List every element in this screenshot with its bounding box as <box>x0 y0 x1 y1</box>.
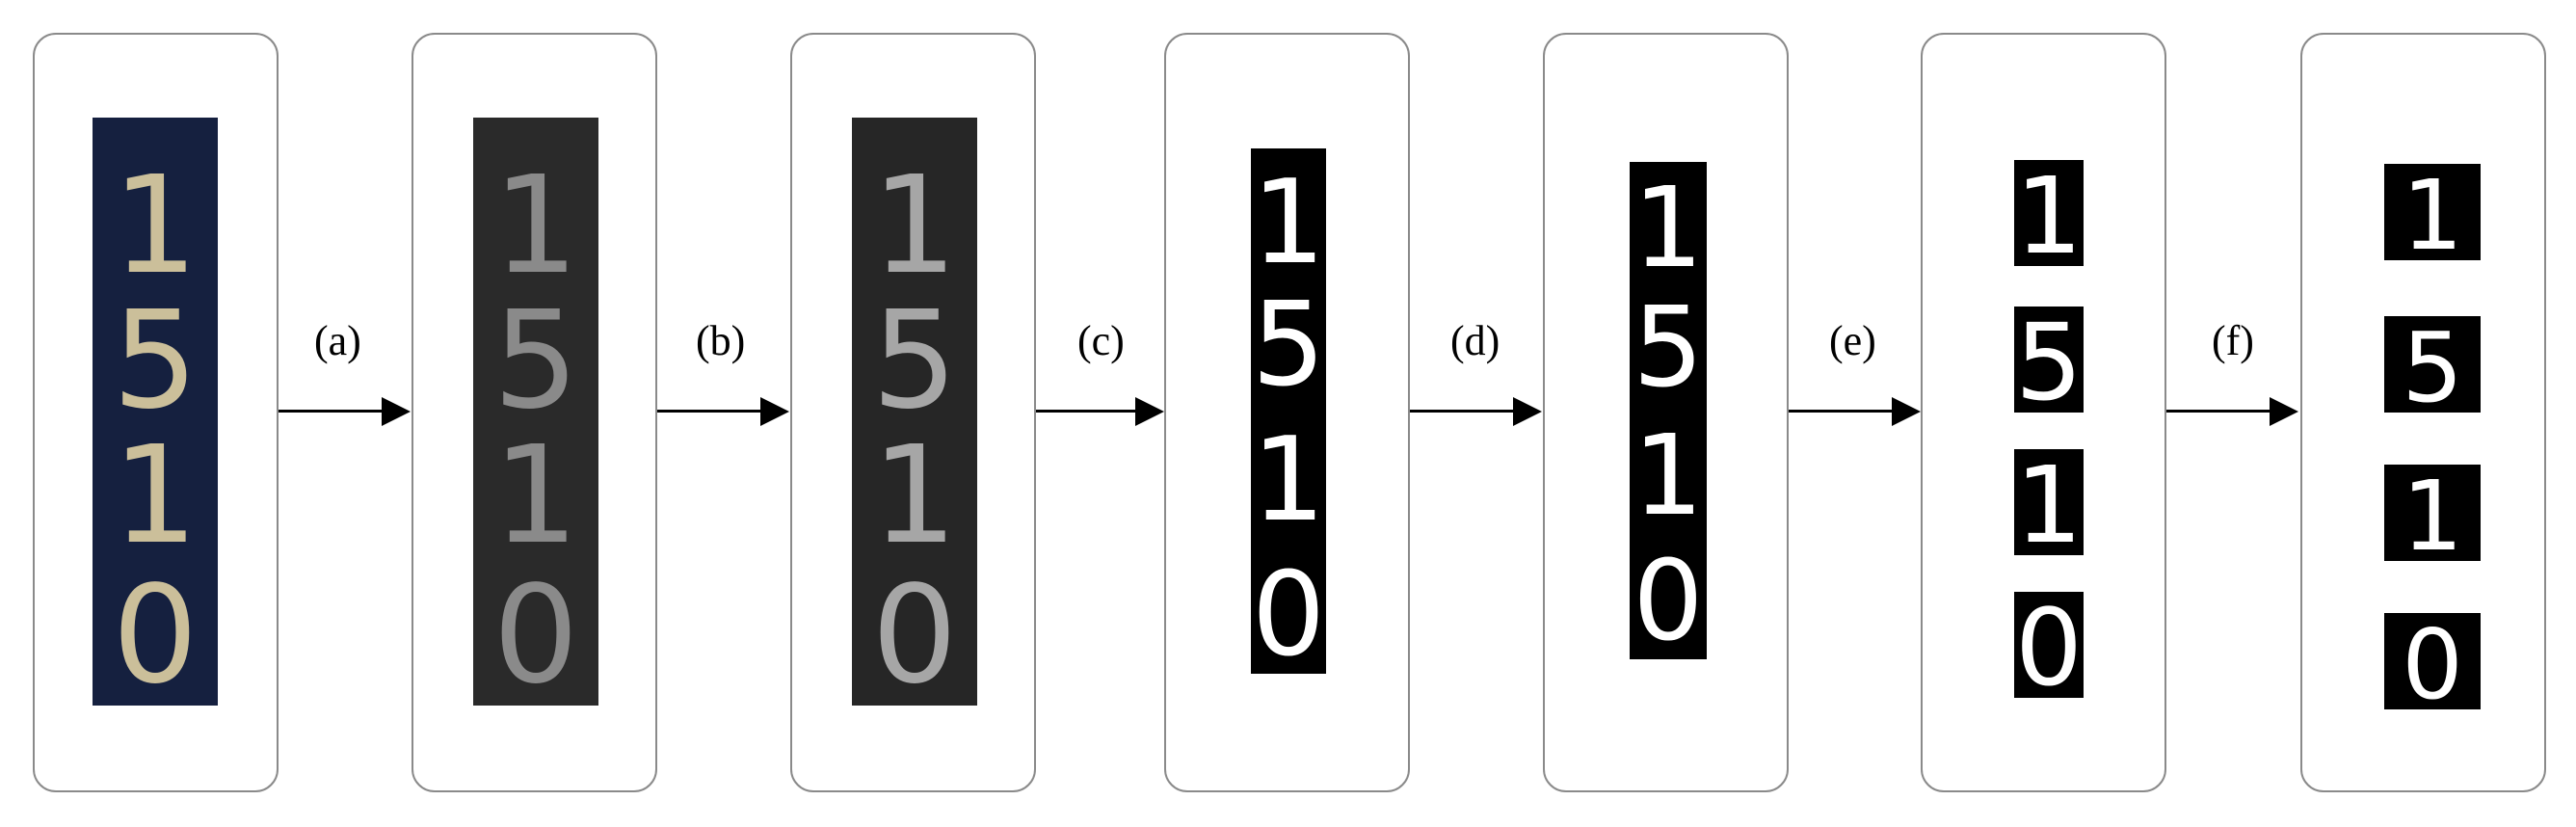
segmented-digit-2: 5 <box>2015 307 2083 413</box>
stage-card-corrected: 1 5 1 0 <box>1543 33 1789 792</box>
step-label-b: (b) <box>696 317 746 364</box>
original-digit-2: 5 <box>112 282 198 440</box>
arrow-a <box>279 410 385 413</box>
enhanced-digit-1: 1 <box>871 147 957 305</box>
normalized-digit-4: 0 <box>2402 613 2463 709</box>
stage-card-grayscale: 1 5 1 0 <box>412 33 657 792</box>
arrow-b <box>657 410 763 413</box>
segmented-digit-box-3: 1 <box>2014 449 2084 555</box>
stage-card-segmented: 1 5 1 0 <box>1921 33 2166 792</box>
corrected-plate-bg <box>1630 162 1707 659</box>
corrected-plate-image: 1 5 1 0 <box>1630 162 1707 659</box>
grayscale-plate-bg <box>473 118 598 706</box>
corrected-digit-1: 1 <box>1633 164 1703 293</box>
arrowhead-b <box>760 397 789 426</box>
binarized-digit-2: 5 <box>1252 279 1325 413</box>
normalized-digit-1: 1 <box>2402 164 2463 260</box>
enhanced-plate-image: 1 5 1 0 <box>852 118 977 706</box>
normalized-digit-box-4: 0 <box>2384 613 2481 709</box>
arrow-f <box>2166 410 2272 413</box>
step-label-e: (e) <box>1829 317 1876 364</box>
binarized-digit-4: 0 <box>1252 548 1325 674</box>
normalized-box-1-bg <box>2384 164 2481 260</box>
original-plate-bg <box>93 118 218 706</box>
enhanced-digit-4: 0 <box>871 557 957 706</box>
corrected-digit-2: 5 <box>1633 283 1703 413</box>
step-label-c: (c) <box>1077 317 1125 364</box>
original-digit-3: 1 <box>112 417 198 574</box>
grayscale-digit-3: 1 <box>492 417 578 574</box>
binarized-digit-1: 1 <box>1252 156 1325 290</box>
original-digit-4: 0 <box>112 557 198 706</box>
normalized-digit-box-3: 1 <box>2384 465 2481 561</box>
binarized-plate-bg <box>1251 148 1326 674</box>
arrow-d <box>1410 410 1516 413</box>
segmented-digit-4: 0 <box>2015 592 2083 698</box>
normalized-box-4-bg <box>2384 613 2481 709</box>
segmented-digit-box-1: 1 <box>2014 160 2084 266</box>
arrow-c <box>1036 410 1137 413</box>
arrowhead-a <box>382 397 411 426</box>
segmented-digit-1: 1 <box>2015 160 2083 266</box>
enhanced-digit-3: 1 <box>871 417 957 574</box>
segmented-box-2-bg <box>2014 307 2084 413</box>
original-plate-image: 1 5 1 0 <box>93 118 218 706</box>
step-label-a: (a) <box>314 317 361 364</box>
segmented-digit-3: 1 <box>2015 449 2083 555</box>
arrow-e <box>1789 410 1895 413</box>
stage-card-original: 1 5 1 0 <box>33 33 279 792</box>
normalized-box-2-bg <box>2384 316 2481 413</box>
normalized-digit-2: 5 <box>2402 316 2463 413</box>
original-digit-1: 1 <box>112 147 198 305</box>
stage-card-binarized: 1 5 1 0 <box>1164 33 1410 792</box>
step-label-f: (f) <box>2212 317 2254 364</box>
corrected-digit-3: 1 <box>1633 412 1703 541</box>
normalized-box-3-bg <box>2384 465 2481 561</box>
segmented-box-3-bg <box>2014 449 2084 555</box>
arrowhead-c <box>1135 397 1164 426</box>
arrowhead-e <box>1892 397 1921 426</box>
grayscale-digit-1: 1 <box>492 147 578 305</box>
normalized-digit-box-1: 1 <box>2384 164 2481 260</box>
normalized-digit-box-2: 5 <box>2384 316 2481 413</box>
grayscale-digit-4: 0 <box>492 557 578 706</box>
enhanced-plate-bg <box>852 118 977 706</box>
segmented-box-1-bg <box>2014 160 2084 266</box>
segmented-box-4-bg <box>2014 592 2084 698</box>
stage-card-normalized: 1 5 1 0 <box>2300 33 2546 792</box>
stage-card-enhanced: 1 5 1 0 <box>790 33 1036 792</box>
arrowhead-d <box>1513 397 1542 426</box>
arrowhead-f <box>2270 397 2298 426</box>
grayscale-plate-image: 1 5 1 0 <box>473 118 598 706</box>
segmented-digit-box-4: 0 <box>2014 592 2084 698</box>
corrected-digit-4: 0 <box>1633 537 1703 659</box>
segmented-digit-box-2: 5 <box>2014 307 2084 413</box>
enhanced-digit-2: 5 <box>871 282 957 440</box>
grayscale-digit-2: 5 <box>492 282 578 440</box>
step-label-d: (d) <box>1450 317 1500 364</box>
normalized-digit-3: 1 <box>2402 465 2463 561</box>
binarized-plate-image: 1 5 1 0 <box>1251 148 1326 674</box>
binarized-digit-3: 1 <box>1252 414 1325 547</box>
